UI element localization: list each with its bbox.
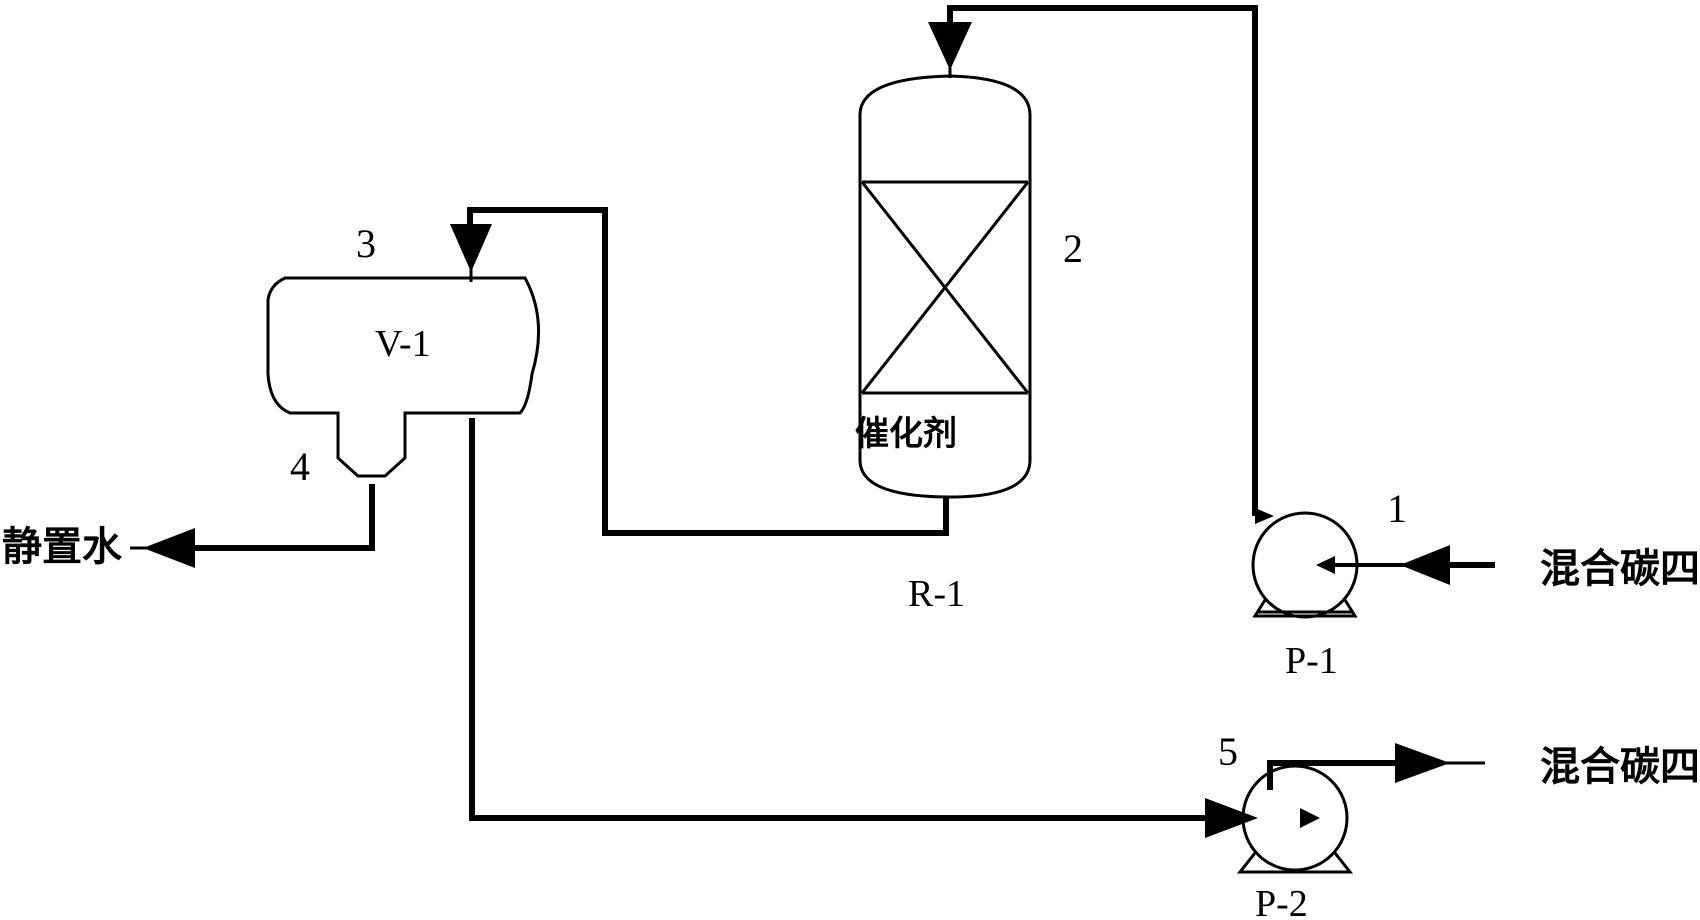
pump-p2-number: 5	[1218, 729, 1238, 774]
arrow-feed-inlet-icon	[1400, 545, 1450, 585]
water-outlet-number: 4	[290, 444, 310, 489]
arrow-water-outlet-icon	[130, 528, 200, 568]
vessel-v1	[266, 276, 540, 478]
arrow-reactor-inlet-icon	[928, 10, 972, 78]
arrow-p1-discharge-icon	[1255, 508, 1274, 524]
arrow-p2-suction-icon	[1205, 798, 1258, 838]
arrow-vessel-inlet-icon	[450, 212, 492, 282]
arrow-product-outlet-icon	[1390, 743, 1485, 783]
pump-p1-tag: P-1	[1285, 640, 1338, 682]
reactor-r1	[858, 74, 1032, 499]
reactor-tag: R-1	[908, 573, 965, 615]
vessel-number: 3	[356, 221, 376, 266]
feed-inlet-label: 混合碳四	[1540, 546, 1700, 592]
pump-p2	[1236, 764, 1354, 874]
pump-p1	[1251, 511, 1359, 619]
reactor-number: 2	[1063, 226, 1083, 271]
arrow-p2-inner-icon	[1300, 808, 1320, 828]
pump-p2-tag: P-2	[1255, 883, 1308, 920]
pipe-vessel-to-p2	[469, 418, 1215, 821]
product-outlet-label: 混合碳四	[1540, 744, 1700, 790]
pipe-water-out	[185, 484, 375, 551]
catalyst-label: 催化剂	[855, 414, 957, 454]
vessel-tag: V-1	[375, 323, 431, 365]
water-outlet-label: 静置水	[2, 524, 123, 570]
arrow-p1-suction-icon	[1316, 556, 1335, 574]
pump-p1-number: 1	[1387, 486, 1407, 531]
pipe-p1-to-reactor	[947, 5, 1258, 516]
pipe-p2-discharge	[1267, 760, 1395, 790]
